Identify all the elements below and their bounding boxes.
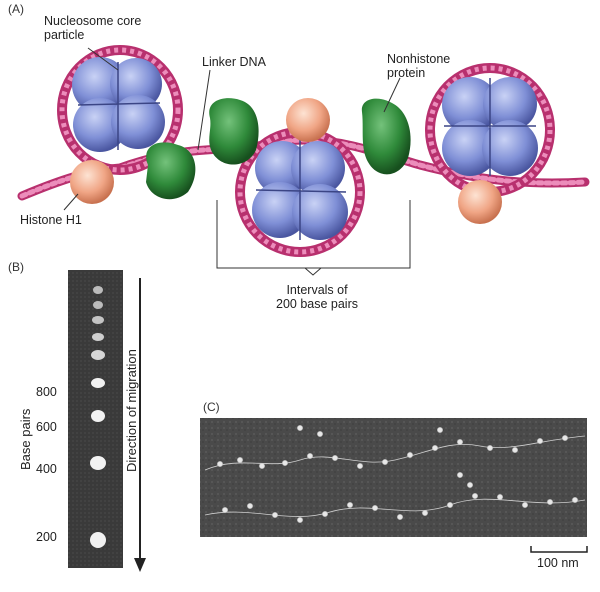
tick-800: 800 (36, 385, 57, 399)
linker-dna-label: Linker DNA (202, 55, 266, 69)
tick-400: 400 (36, 462, 57, 476)
electron-micrograph (200, 418, 587, 537)
interval-bracket (216, 200, 411, 276)
panel-a-letter: (A) (8, 2, 24, 16)
base-pairs-axis-label: Base pairs (18, 408, 33, 470)
direction-of-migration-label: Direction of migration (124, 346, 139, 475)
nonhistone-protein-label: Nonhistone protein (387, 52, 451, 80)
tick-200: 200 (36, 530, 57, 544)
nucleosome-core-left (57, 45, 183, 175)
nonhistone-protein (146, 98, 411, 200)
scale-bar-label: 100 nm (537, 556, 579, 570)
histone-h1-label: Histone H1 (20, 213, 82, 227)
beads-on-string (204, 425, 586, 523)
nucleosome-core-middle (235, 127, 365, 257)
leader-lines (63, 47, 401, 211)
panel-b-letter: (B) (8, 260, 24, 274)
scale-bar (530, 546, 588, 553)
nucleosome-core-right (425, 63, 555, 197)
intervals-label: Intervals of 200 base pairs (276, 283, 359, 311)
panel-c-letter: (C) (203, 400, 220, 414)
gel-bands (90, 286, 106, 548)
migration-arrow (134, 278, 146, 572)
nucleosome-core-label: Nucleosome core particle (44, 14, 142, 42)
histone-h1 (70, 98, 502, 224)
tick-600: 600 (36, 420, 57, 434)
